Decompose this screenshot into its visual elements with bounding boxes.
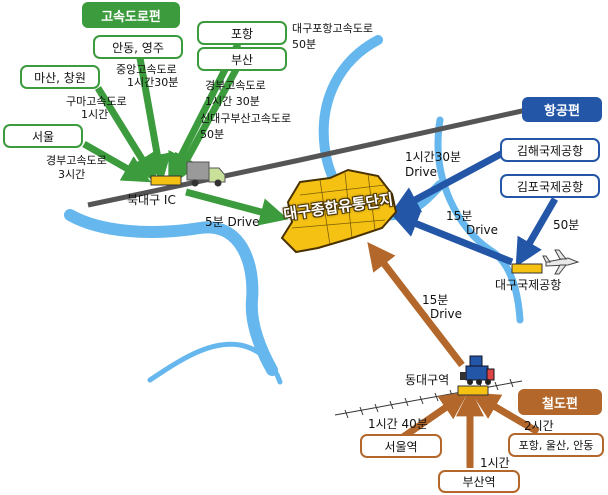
train-icon <box>460 355 495 385</box>
route-busan-note1: 경부고속도로 <box>205 79 266 92</box>
airport-time: 15분 <box>446 209 473 223</box>
arrow-gimhae <box>390 143 516 213</box>
box-gimpo: 김포국제공항 <box>500 174 600 198</box>
box-andong: 안동, 영주 <box>93 35 183 59</box>
airport-label: 대구국제공항 <box>495 278 562 292</box>
box-busan-station: 부산역 <box>438 470 520 493</box>
rail-header: 철도편 <box>518 389 602 415</box>
arrow-busan <box>173 64 242 184</box>
station-marker <box>457 385 489 396</box>
box-busan: 부산 <box>197 47 287 71</box>
ic-marker <box>150 175 182 186</box>
route-busan-time1: 1시간 30분 <box>205 95 260 108</box>
gimhae-drive: Drive <box>405 165 437 179</box>
airplane-icon <box>542 249 580 275</box>
box-pohang: 포항 <box>197 21 287 45</box>
station-time: 15분 <box>422 293 449 307</box>
arrow-seoul-station <box>401 391 469 440</box>
arrow-seoul <box>82 140 151 183</box>
arrow-station-to-complex <box>367 242 465 368</box>
truck-icon <box>186 161 226 187</box>
rail-seoul-time: 1시간 40분 <box>368 417 428 431</box>
box-seoul: 서울 <box>3 124 83 148</box>
main-road <box>87 104 541 208</box>
route-andong-note: 중앙고속도로 <box>116 63 177 76</box>
route-pohang-note: 대구포항고속도로 <box>292 22 373 35</box>
station-drive: Drive <box>430 307 462 321</box>
rail-pohang-time: 2시간 <box>524 419 554 433</box>
arrow-andong <box>136 57 172 183</box>
gimhae-time: 1시간30분 <box>405 150 462 164</box>
box-masan: 마산, 창원 <box>20 65 100 89</box>
airport-marker <box>511 263 543 274</box>
route-busan-time2: 50분 <box>200 128 225 141</box>
route-busan-note2: 신대구부산고속도로 <box>200 112 292 125</box>
route-seoul-note: 경부고속도로 <box>46 154 107 167</box>
arrow-airport-to-complex <box>390 210 514 266</box>
arrow-gimpo <box>515 197 559 267</box>
air-arrows <box>390 143 559 267</box>
route-masan-note: 구마고속도로 <box>66 95 127 108</box>
airport-drive: Drive <box>466 223 498 237</box>
air-header: 항공편 <box>522 97 602 122</box>
route-pohang-time: 50분 <box>292 38 317 51</box>
route-masan-time: 1시간 <box>81 108 109 121</box>
box-gimhae: 김해국제공항 <box>500 138 600 162</box>
highway-header: 고속도로편 <box>82 2 180 28</box>
rail-arrows <box>367 242 540 468</box>
station-label: 동대구역 <box>405 373 450 387</box>
box-seoul-station: 서울역 <box>360 434 442 458</box>
route-andong-time: 1시간30분 <box>127 76 179 89</box>
ic-label: 북대구 IC <box>127 193 176 207</box>
route-seoul-time: 3시간 <box>58 168 86 181</box>
gimpo-time: 50분 <box>553 218 580 232</box>
box-pohang-station: 포항, 울산, 안동 <box>508 433 604 457</box>
rail-busan-time: 1시간 <box>480 456 510 470</box>
arrow-ic-to-complex <box>185 188 289 226</box>
ic-drive: 5분 Drive <box>205 215 260 229</box>
distribution-complex <box>280 168 398 254</box>
arrow-pohang-station <box>471 392 540 436</box>
